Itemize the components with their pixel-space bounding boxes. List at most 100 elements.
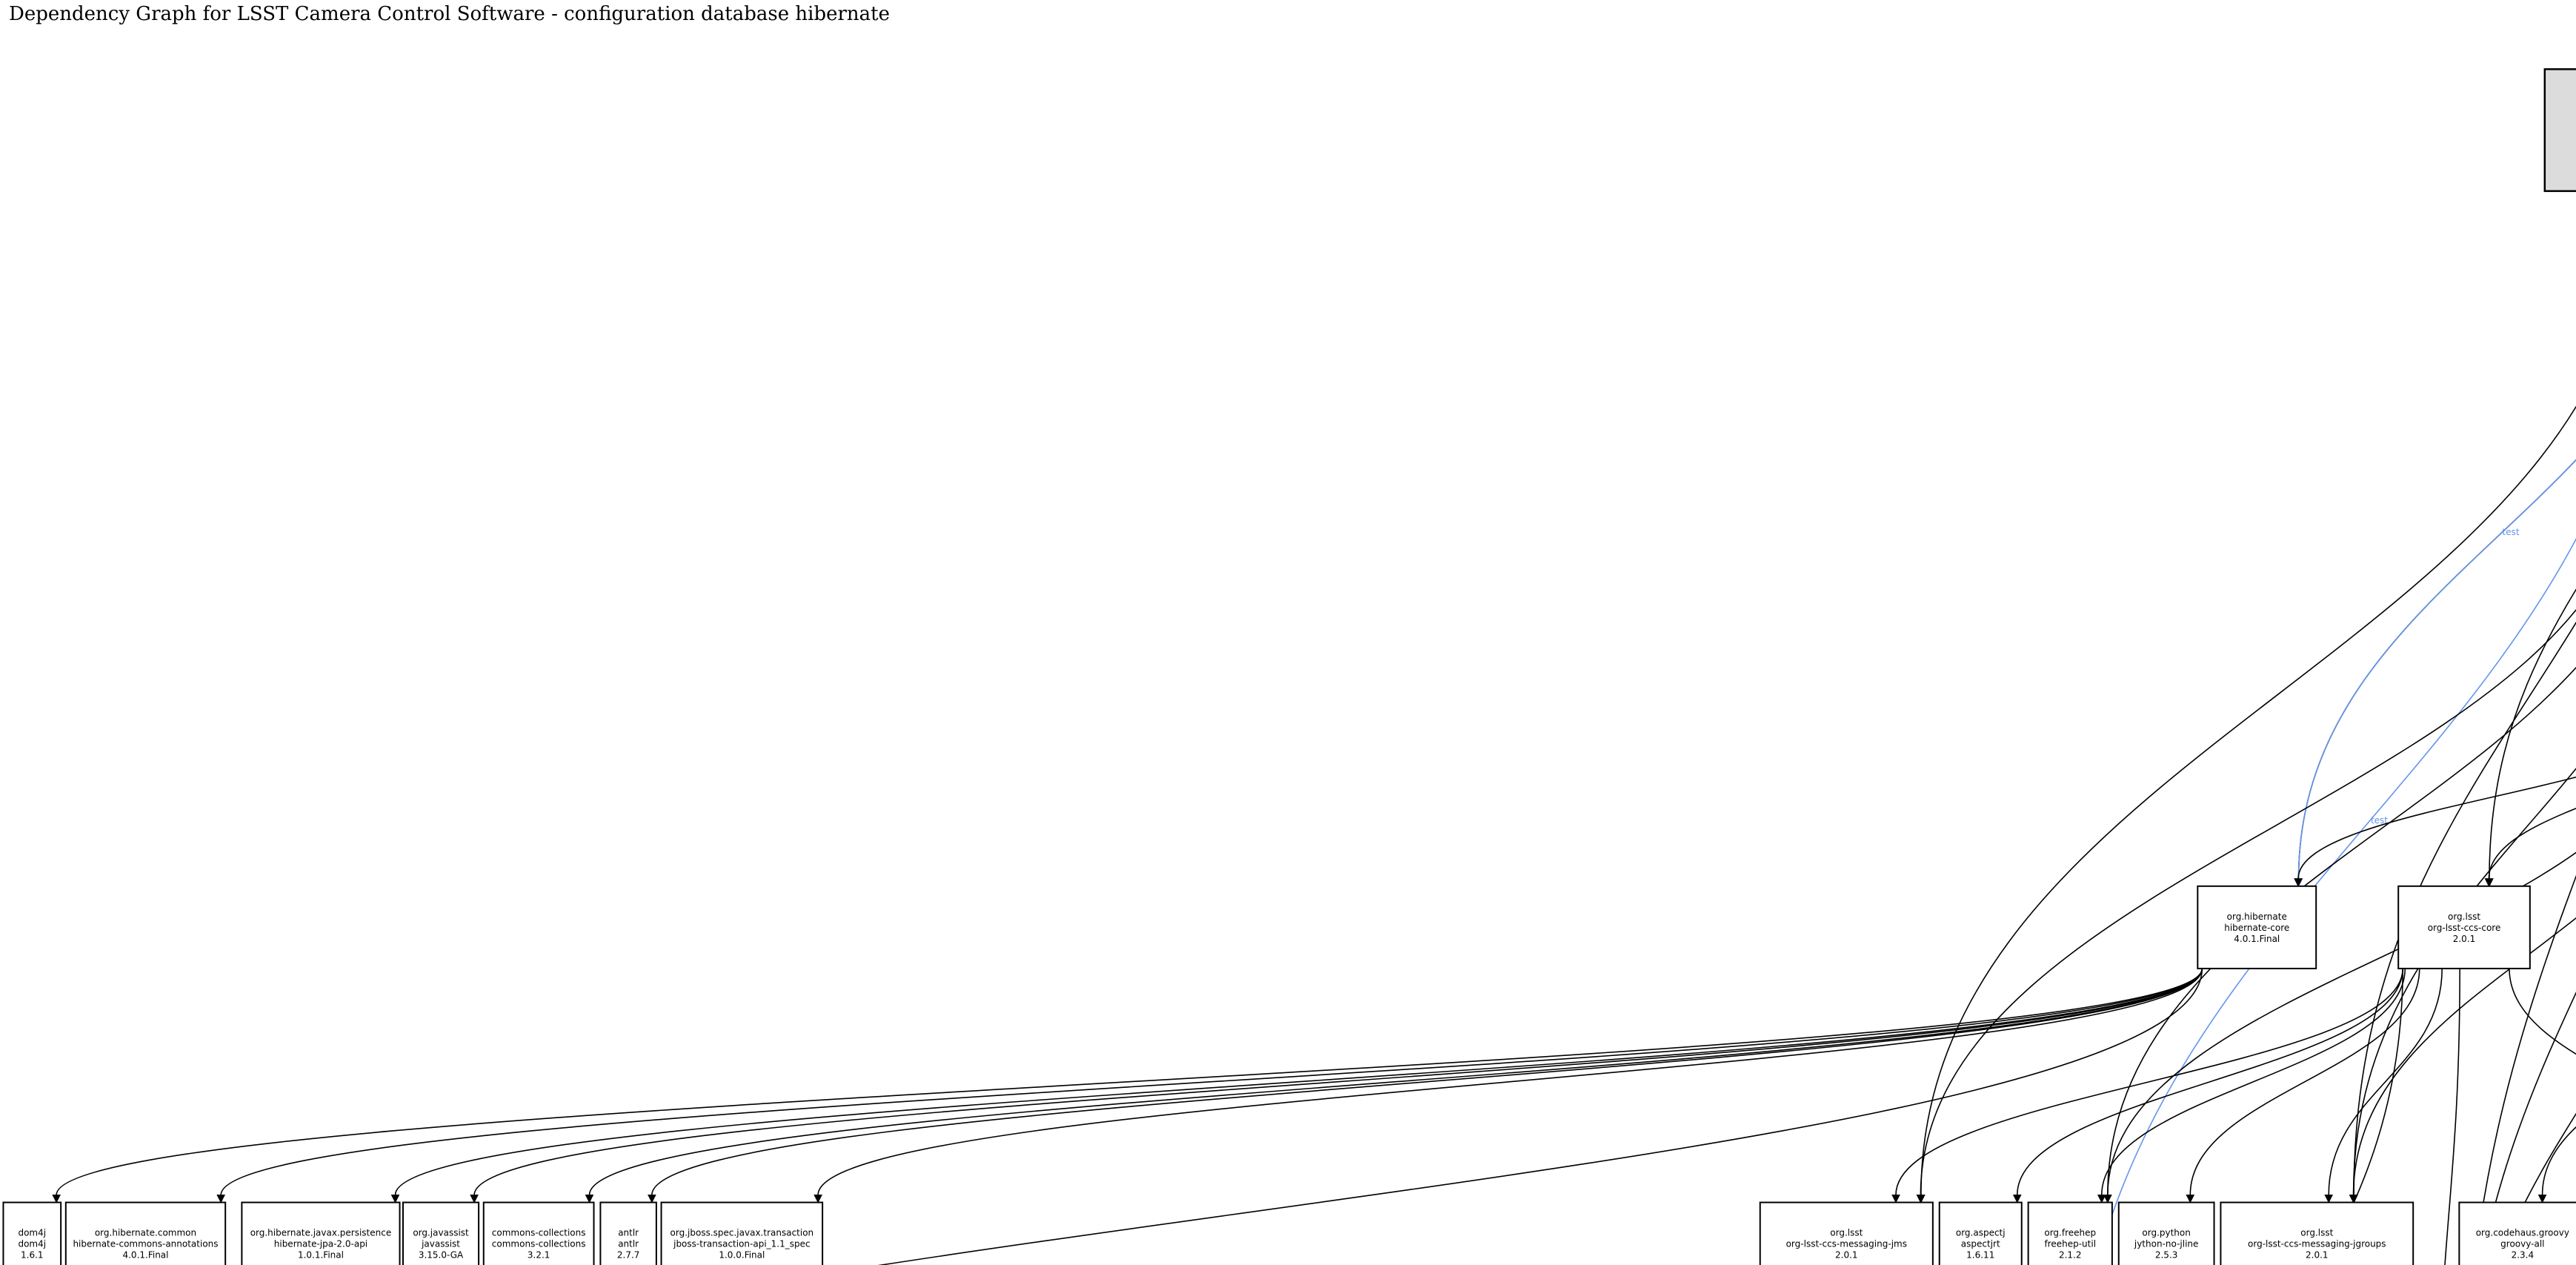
node-jta[interactable]: org.jboss.spec.javax.transactionjboss-tr…: [660, 1201, 824, 1265]
edge-path: [2297, 776, 2576, 879]
edge-root-to-ccs-core: [2485, 588, 2576, 887]
node-group: org.codehaus.groovy: [2476, 1228, 2569, 1238]
edge-hibernate-core-to-commons-collections: [585, 968, 2203, 1203]
edge-path: [2541, 1126, 2576, 1195]
edge-path: [2101, 968, 2406, 1195]
edge-root-to-messaging-jms: [1917, 405, 2576, 1203]
edge-path: [651, 968, 2203, 1195]
edge-hibernate-core-to-jta: [813, 968, 2203, 1203]
node-artifact: antlr: [618, 1239, 639, 1249]
nodes-layer: org.lsstorg-lsst-ccs-config-hibernate2.0…: [2, 68, 2576, 1265]
node-version: 2.0.1: [2453, 934, 2476, 944]
edge-config-remote-to-messaging-jms: [1916, 608, 2576, 1203]
node-group: dom4j: [18, 1228, 46, 1238]
node-box: [599, 1201, 657, 1265]
node-box: [2, 1201, 62, 1265]
node-version: 2.0.1: [1835, 1250, 1858, 1261]
node-box: [2117, 1201, 2215, 1265]
arrowhead-icon: [390, 1195, 400, 1203]
edge-ccs-core-to-jython: [2186, 968, 2420, 1203]
arrowhead-icon: [470, 1195, 479, 1203]
edge-ccs-core-to-command: [2320, 968, 2404, 1265]
arrowhead-icon: [52, 1195, 61, 1203]
edge-path: [2107, 851, 2576, 1195]
node-version: 3.15.0-GA: [419, 1250, 464, 1261]
edge-path: [2189, 968, 2420, 1195]
graph-title: Dependency Graph for LSST Camera Control…: [9, 3, 890, 25]
node-artifact: hibernate-core: [2224, 923, 2289, 933]
node-artifact: hibernate-jpa-2.0-api: [274, 1239, 367, 1249]
node-box: [402, 1201, 480, 1265]
edge-ccs-core-to-messaging-jgroups: [2324, 968, 2443, 1203]
edge-path: [220, 968, 2203, 1195]
edge-ccs-core-to-aspectjrt: [2012, 968, 2404, 1203]
edge-path: [877, 968, 2203, 1265]
node-artifact: org-lsst-ccs-messaging-jgroups: [2248, 1239, 2386, 1249]
node-box: [2220, 1201, 2414, 1265]
node-group: org.lsst: [1830, 1228, 1863, 1238]
edge-path: [56, 968, 2203, 1195]
edge-path: [2297, 459, 2576, 879]
node-version: 1.6.1: [21, 1250, 44, 1261]
edge-label: test: [2371, 815, 2388, 826]
edge-path: [2016, 968, 2404, 1195]
edge-path: [2489, 588, 2576, 879]
edge-config-remote-to-freehep-util-212: [2103, 666, 2576, 1203]
edge-path: [394, 968, 2203, 1195]
edge-path: [1920, 608, 2576, 1195]
arrowhead-icon: [585, 1195, 594, 1203]
node-artifact: commons-collections: [492, 1239, 586, 1249]
edge-path: [2328, 968, 2443, 1195]
arrowhead-icon: [2484, 878, 2494, 887]
node-group: org.lsst: [2300, 1228, 2333, 1238]
node-version: 4.0.1.Final: [122, 1250, 168, 1261]
arrowhead-icon: [2537, 1195, 2547, 1203]
arrowhead-icon: [2012, 1195, 2022, 1203]
edge-config-definition-to-hibernate-core: [2294, 776, 2576, 887]
edge-path: [2444, 968, 2460, 1265]
edge-config-definition-to-ccs-core: [2484, 808, 2576, 887]
node-messaging-jgroups[interactable]: org.lsstorg-lsst-ccs-messaging-jgroups2.…: [2220, 1201, 2414, 1265]
arrowhead-icon: [2186, 1195, 2195, 1203]
arrowhead-icon: [2324, 1195, 2334, 1203]
node-artifact: org-lsst-ccs-core: [2428, 923, 2501, 933]
node-artifact: aspectjrt: [1961, 1239, 2000, 1249]
node-commons-collections[interactable]: commons-collectionscommons-collections3.…: [482, 1201, 595, 1265]
node-version: 4.0.1.Final: [2234, 934, 2280, 944]
node-group: org.python: [2142, 1228, 2190, 1238]
edges-layer: testtesttesttesttesttesttesttesttesttest…: [52, 405, 2576, 1265]
arrowhead-icon: [1891, 1195, 1900, 1203]
node-box: [2458, 1201, 2576, 1265]
edge-label: test: [2503, 527, 2520, 537]
node-root[interactable]: org.lsstorg-lsst-ccs-config-hibernate2.0…: [2543, 68, 2576, 193]
node-artifact: dom4j: [18, 1239, 46, 1249]
node-version: 2.0.1: [2306, 1250, 2329, 1261]
edge-path: [2488, 808, 2576, 879]
edge-ccs-core-to-messaging-jms: [1891, 968, 2404, 1203]
node-version: 1.0.0.Final: [719, 1250, 765, 1261]
node-jpa[interactable]: org.hibernate.javax.persistencehibernate…: [241, 1201, 401, 1265]
edge-path: [1920, 405, 2576, 1195]
edge-root-to-messaging-layer: [2474, 874, 2576, 1265]
node-hca[interactable]: org.hibernate.commonhibernate-commons-an…: [64, 1201, 227, 1265]
arrowhead-icon: [216, 1195, 225, 1203]
node-artifact: freehep-util: [2044, 1239, 2096, 1249]
edge-hibernate-core-to-dom4j: [52, 968, 2203, 1203]
edge-path: [2352, 767, 2576, 1195]
node-box: [2197, 885, 2317, 969]
node-group: org.lsst: [2448, 912, 2480, 922]
arrowhead-icon: [2294, 878, 2303, 887]
arrowhead-icon: [813, 1195, 822, 1203]
edge-ccs-core-to-messaging-mock: [2509, 968, 2576, 1055]
edge-hibernate-core-to-javassist: [470, 968, 2203, 1203]
